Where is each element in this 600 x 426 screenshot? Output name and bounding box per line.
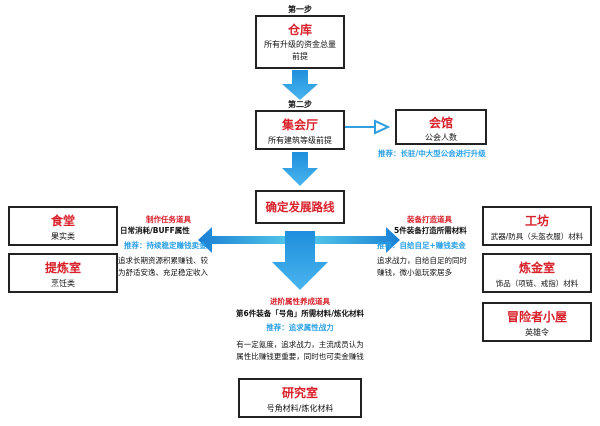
guild-hall-desc: 公会人数 <box>425 133 457 142</box>
warehouse-node: 仓库 所有升级的资金总量前提 <box>255 15 345 69</box>
canteen-desc: 果实类 <box>51 232 75 241</box>
right-branch-line1: 5件装备打造所需材料 <box>394 226 467 235</box>
refinery-title: 提炼室 <box>44 261 81 275</box>
lab-desc: 号角材料/炼化材料 <box>266 404 334 413</box>
arrow-down-1 <box>282 70 318 100</box>
right-branch-recommend: 推荐：自给自足+赚钱卖金 <box>377 241 466 250</box>
bottom-branch-recommend: 推荐：追求属性战力 <box>266 323 334 332</box>
workshop-title: 工坊 <box>524 214 549 228</box>
adventurer-hut-title: 冒险者小屋 <box>506 310 567 324</box>
bottom-branch-desc2: 属性比赚钱更重要，同时也可卖金赚钱 <box>236 352 364 361</box>
guild-hall-recommend: 推荐：长驻/中大型公会进行升级 <box>378 149 486 158</box>
right-branch-desc2: 赚钱，微小氪玩家居多 <box>377 268 452 277</box>
warehouse-desc: 所有升级的资金总量前提 <box>264 40 336 61</box>
workshop-desc: 武器/防具（头盔衣服）材料 <box>490 232 584 241</box>
left-branch-desc1: 追求长期资源积累赚钱、较 <box>118 256 208 265</box>
arrow-down-2 <box>282 152 318 186</box>
lab-node: 研究室 号角材料/炼化材料 <box>238 378 362 418</box>
warehouse-title: 仓库 <box>287 23 312 37</box>
assembly-hall-node: 集会厅 所有建筑等级前提 <box>255 110 345 150</box>
left-branch-recommend: 推荐：持续稳定赚钱卖金 <box>124 241 207 250</box>
step-2-label: 第二步 <box>288 100 312 109</box>
alchemy-title: 炼金室 <box>518 261 555 275</box>
center-node: 确定发展路线 <box>255 190 345 224</box>
arrow-left-branch <box>198 227 285 253</box>
alchemy-desc: 饰品（项链、戒指）材料 <box>495 279 579 288</box>
alchemy-node: 炼金室 饰品（项链、戒指）材料 <box>482 253 592 293</box>
bottom-branch-desc1: 有一定氪度，追求战力，主流成员认为 <box>236 340 364 349</box>
lab-title: 研究室 <box>281 386 318 400</box>
bottom-branch-line1: 第6件装备「号角」所需材料/炼化材料 <box>236 309 364 318</box>
left-branch-heading: 制作任务道具 <box>146 215 191 224</box>
guild-hall-title: 会馆 <box>428 116 453 130</box>
arrow-right-guild <box>338 119 391 135</box>
refinery-node: 提炼室 烹饪类 <box>8 253 118 293</box>
refinery-desc: 烹饪类 <box>51 279 75 288</box>
assembly-hall-title: 集会厅 <box>281 118 318 132</box>
canteen-title: 食堂 <box>50 214 75 228</box>
center-title: 确定发展路线 <box>265 200 335 214</box>
right-branch-heading: 装备打造道具 <box>407 215 452 224</box>
canteen-node: 食堂 果实类 <box>8 206 118 246</box>
arrow-right-branch <box>315 227 400 253</box>
left-branch-desc2: 为舒适安逸、充足稳定收入 <box>118 268 208 277</box>
guild-hall-node: 会馆 公会人数 <box>395 109 487 145</box>
workshop-node: 工坊 武器/防具（头盔衣服）材料 <box>482 206 592 246</box>
left-branch-line1: 日常消耗/BUFF属性 <box>120 226 190 235</box>
right-branch-desc1: 追求战力，自给自足的同时 <box>377 256 467 265</box>
assembly-hall-desc: 所有建筑等级前提 <box>268 136 332 145</box>
step-1-label: 第一步 <box>288 5 312 14</box>
bottom-branch-heading: 进阶属性养成道具 <box>270 297 330 306</box>
adventurer-hut-desc: 英雄令 <box>525 328 549 337</box>
adventurer-hut-node: 冒险者小屋 英雄令 <box>482 302 592 342</box>
arrow-down-branch <box>272 231 328 290</box>
